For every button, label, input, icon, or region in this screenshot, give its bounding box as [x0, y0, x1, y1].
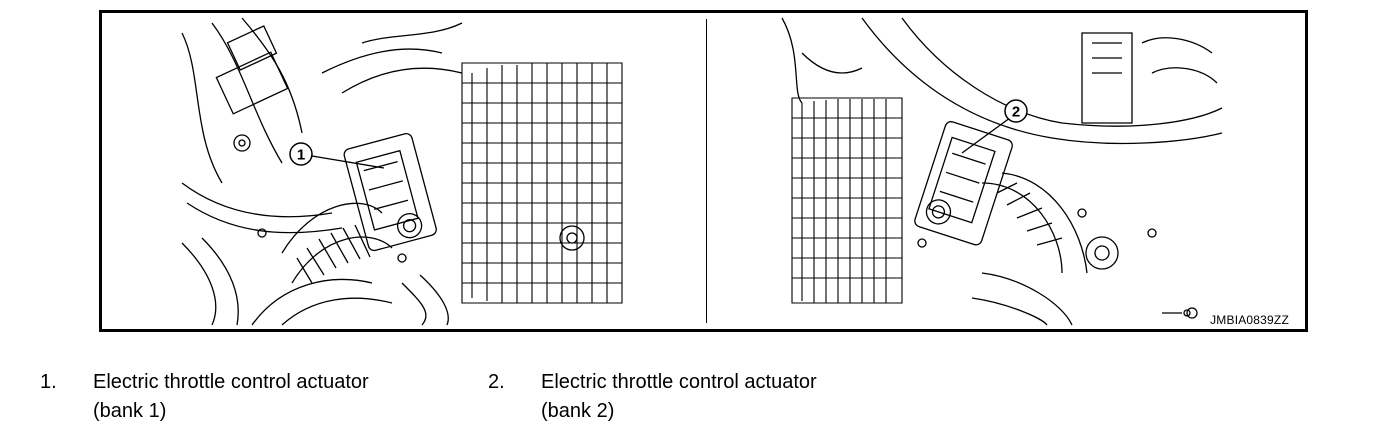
legend-item-number: 2. [488, 371, 505, 393]
panel-divider [706, 19, 707, 323]
engine-line-drawing: 1 2 [181, 17, 1223, 326]
right-panel-drawing [781, 17, 1223, 326]
callout-1-circle [289, 142, 313, 166]
callout-2-label: 2 [1012, 104, 1020, 121]
legend-item-line1: Electric throttle control actuator [93, 371, 369, 393]
legend-item-text: Electric throttle control actuator (bank… [541, 368, 817, 426]
engine-illustration-frame: 1 2 JMBIA0839ZZ [99, 10, 1308, 332]
legend-item-line1: Electric throttle control actuator [541, 371, 817, 393]
callout-2-circle [1004, 99, 1028, 123]
callout-leaders [311, 114, 1015, 169]
left-panel-drawing [181, 17, 623, 326]
legend-item-text: Electric throttle control actuator (bank… [93, 368, 369, 426]
figure-id: JMBIA0839ZZ [1210, 313, 1289, 327]
legend-item-line2: (bank 1) [93, 400, 167, 422]
legend-item-number: 1. [40, 371, 57, 393]
legend-item-line2: (bank 2) [541, 400, 615, 422]
callout-2-leader [961, 114, 1015, 154]
callout-markers: 1 2 [289, 99, 1028, 166]
callout-1-leader [311, 155, 385, 169]
callout-1-label: 1 [297, 147, 305, 164]
